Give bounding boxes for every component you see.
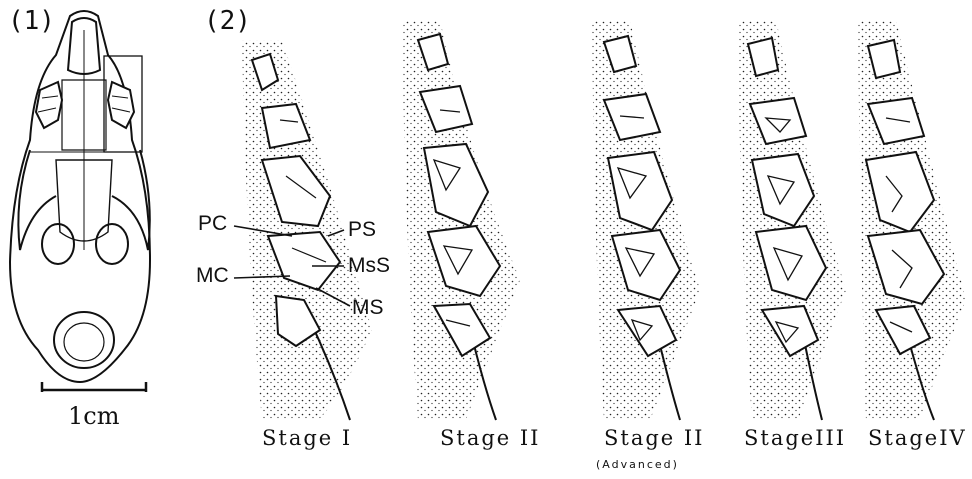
- label-ps: PS: [348, 218, 376, 242]
- right-toothrow: [108, 82, 134, 128]
- left-zygomatic: [18, 150, 56, 250]
- stage-4-label: StageIV: [868, 426, 967, 450]
- skull-drawing: [10, 11, 150, 382]
- left-bulla: [42, 224, 74, 264]
- scale-bar-line: [42, 382, 146, 392]
- foramen-magnum: [54, 312, 114, 368]
- stage-2-label: Stage II: [440, 426, 540, 450]
- stage-4-drawing: [858, 20, 966, 420]
- right-bulla: [96, 224, 128, 264]
- skull-outline: [10, 11, 150, 382]
- panel-1-label: (1): [8, 6, 55, 36]
- label-mc: MC: [196, 264, 229, 288]
- stage-2-drawing: [402, 20, 520, 420]
- label-mss: MsS: [348, 254, 390, 278]
- panel-2-label: (2): [204, 6, 251, 36]
- stage-1-label: Stage I: [262, 426, 352, 450]
- stage-2-advanced-label: Stage II: [604, 426, 704, 450]
- stage-3-drawing: [738, 20, 846, 420]
- left-toothrow: [36, 82, 62, 128]
- stage-2-advanced-drawing: [592, 20, 700, 420]
- scale-bar-label: 1cm: [68, 402, 119, 430]
- label-pc: PC: [198, 212, 227, 236]
- label-ms: MS: [352, 296, 384, 320]
- stage-3-label: StageIII: [744, 426, 846, 450]
- stage-2-advanced-sublabel: (Advanced): [596, 458, 679, 471]
- right-zygomatic: [112, 150, 150, 250]
